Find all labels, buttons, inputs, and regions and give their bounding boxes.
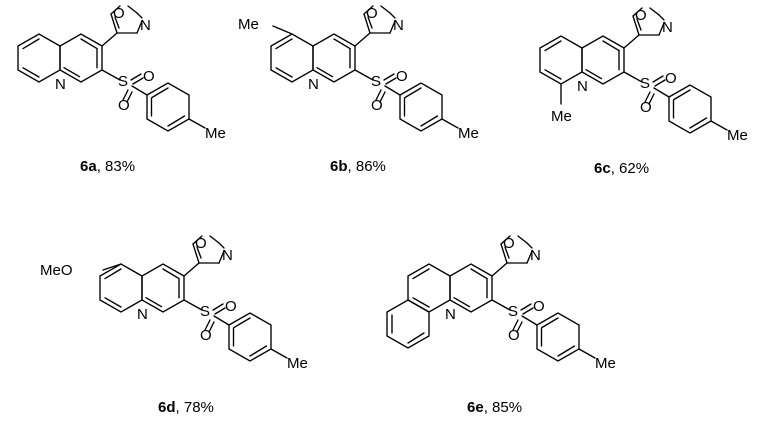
atom-n: N [55, 76, 66, 93]
atom-o: O [118, 97, 130, 114]
structure-6e: O N N S O O Me [386, 235, 616, 372]
structure-6b: O N N S O O Me Me [238, 5, 479, 142]
atom-n: N [577, 78, 588, 95]
atom-n: N [137, 306, 148, 323]
atom-meo: MeO [40, 262, 73, 279]
atom-s: S [640, 75, 650, 92]
structure-6c: O N N S O O Me Me [539, 7, 748, 144]
caption-6a: 6a, 83% [80, 158, 135, 175]
caption-6d: 6d, 78% [158, 399, 214, 416]
atom-s: S [371, 73, 381, 90]
compound-yield: 62% [619, 160, 649, 177]
atom-n: N [445, 306, 456, 323]
atom-n: N [308, 76, 319, 93]
atom-o: O [143, 68, 155, 85]
atom-o: O [195, 235, 207, 252]
atom-s: S [118, 73, 128, 90]
atom-me: Me [287, 355, 308, 372]
atom-o: O [533, 298, 545, 315]
compound-label: 6d [158, 399, 176, 416]
atom-n: N [222, 247, 233, 264]
atom-o: O [113, 5, 125, 22]
atom-s: S [508, 303, 518, 320]
caption-6b: 6b, 86% [330, 158, 386, 175]
atom-n: N [662, 19, 673, 36]
atom-s: S [200, 303, 210, 320]
compound-label: 6b [330, 158, 348, 175]
atom-o: O [665, 70, 677, 87]
atom-o: O [225, 298, 237, 315]
compound-yield: 83% [105, 158, 135, 175]
atom-me: Me [238, 16, 259, 33]
caption-6c: 6c, 62% [594, 160, 649, 177]
atom-o: O [396, 68, 408, 85]
atom-me: Me [205, 125, 226, 142]
compound-label: 6e [467, 399, 484, 416]
atom-o: O [371, 97, 383, 114]
atom-n: N [140, 17, 151, 34]
atom-me: Me [551, 108, 572, 125]
structure-6d: O N N S O O Me MeO [40, 235, 308, 372]
atom-n: N [530, 247, 541, 264]
compound-label: 6a [80, 158, 97, 175]
atom-o: O [640, 99, 652, 116]
atom-me: Me [727, 127, 748, 144]
atom-o: O [635, 7, 647, 24]
atom-o: O [503, 235, 515, 252]
compound-yield: 85% [492, 399, 522, 416]
atom-o: O [366, 5, 378, 22]
caption-6e: 6e, 85% [467, 399, 522, 416]
compound-yield: 86% [356, 158, 386, 175]
atom-o: O [508, 327, 520, 344]
compound-label: 6c [594, 160, 611, 177]
atom-me: Me [595, 355, 616, 372]
atom-n: N [393, 17, 404, 34]
atom-o: O [200, 327, 212, 344]
atom-me: Me [458, 125, 479, 142]
structure-6a: O N N S O O Me [17, 5, 226, 142]
compound-yield: 78% [184, 399, 214, 416]
